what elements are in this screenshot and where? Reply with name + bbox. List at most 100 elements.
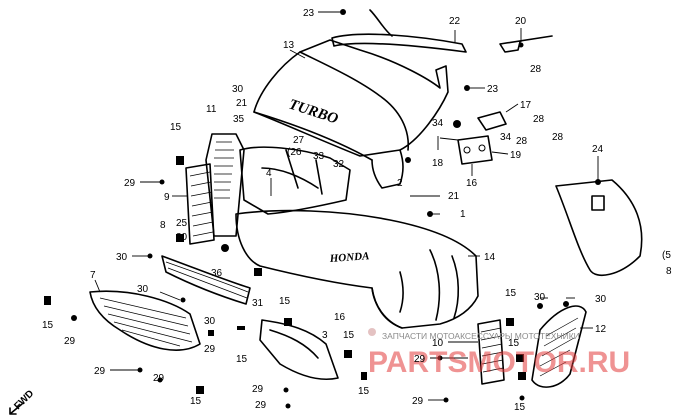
callout-3: 3 [322,330,328,341]
spring-nut-icon [361,372,367,380]
callout-27: 27 [293,135,305,146]
part-under-cover-7 [89,290,201,351]
callout-30: 30 [176,232,188,243]
callout-15: 15 [42,320,54,331]
clip-icon [506,318,514,326]
bolt-icon [518,42,524,48]
clip-icon [176,156,184,165]
callout-30: 30 [534,292,546,303]
callout-15: 15 [190,396,202,407]
nut-icon [563,301,569,307]
callout-22: 22 [449,16,461,27]
callout-29: 29 [255,400,267,411]
clip-icon [516,354,524,362]
callout-29: 29 [414,354,426,365]
part-upper-cowl-13 [253,39,449,189]
callout-29: 29 [204,344,216,355]
callout-17: 17 [520,100,532,111]
callout-8: 8 [160,220,166,231]
screw-icon [285,403,291,409]
callout-15: 15 [508,338,520,349]
part-windscreen-trim-22 [331,9,467,53]
fasteners [44,9,601,409]
callout-19: 19 [510,150,522,161]
callout-15: 15 [170,122,182,133]
watermark: ЗАПЧАСТИ МОТОАКСЕССУАРЫ МОТОТЕХНИКИ PART… [368,328,630,379]
screw-icon [137,367,143,373]
screw-icon [519,395,525,401]
leader-lines [94,11,599,401]
callout-28: 28 [552,132,564,143]
part-right-duct-12 [531,305,587,388]
callout-28: 28 [516,136,528,147]
callout-29: 29 [94,366,106,377]
fwd-direction-marker: FWD [9,388,36,415]
callout-15: 15 [358,386,370,397]
bolt-icon [464,85,470,91]
callout-28: 28 [530,64,542,75]
screw-icon [71,315,77,321]
callout-15: 15 [343,330,355,341]
callout-30: 30 [116,252,128,263]
callout-31: 31 [252,298,264,309]
part-right-grille-10 [477,319,505,385]
grommet-icon [405,157,411,163]
arrow-down-left-icon [9,403,23,415]
callout-9: 9 [164,192,170,203]
clip-icon [196,386,204,394]
honda-emboss: HONDA [328,250,369,265]
callout-29: 29 [412,396,424,407]
screw-icon [283,387,289,393]
clip-icon [176,234,184,242]
callout-labels: 23 22 20 28 13 23 17 28 34 34 28 28 19 1… [42,8,672,413]
callout-32: 32 [333,159,345,170]
bolt-icon [595,179,601,185]
callout-29: 29 [153,373,165,384]
callout-21: 21 [448,191,460,202]
callout-30: 30 [137,284,149,295]
callout-15: 15 [505,288,517,299]
callout-4: 4 [266,168,272,179]
screw-icon [147,253,153,259]
part-mirror-bracket-17-19 [457,111,507,165]
callout-34: 34 [500,132,512,143]
callout-21: 21 [236,98,248,109]
callout-12: 12 [595,324,607,335]
part-garnish-20 [499,35,553,53]
watermark-main-text: PARTSMOTOR.RU [368,346,630,379]
callout-16: 16 [334,312,346,323]
callout-30: 30 [232,84,244,95]
screw-icon [159,179,165,185]
grommet-icon [221,244,229,252]
part-left-duct-11 [205,133,245,237]
callout-26: (26 [287,147,302,158]
callout-29: 29 [64,336,76,347]
callout-30: 30 [595,294,607,305]
callout-29: 29 [252,384,264,395]
callout-11: 11 [206,104,217,115]
part-inner-panel-center [239,146,351,215]
callout-14: 14 [484,252,496,263]
turbo-emboss: TURBO [287,97,340,128]
clip-icon [44,296,51,305]
bolt-icon [427,211,433,217]
clip-icon [208,330,214,336]
callout-15: 15 [514,402,526,413]
screw-icon [180,297,186,303]
clip-icon [254,268,262,276]
clip-icon [344,350,352,358]
callout-29: 29 [124,178,136,189]
callout-2: 2 [397,178,403,189]
callout-13: 13 [283,40,295,51]
watermark-top-text: ЗАПЧАСТИ МОТОАКСЕССУАРЫ МОТОТЕХНИКИ [382,331,580,341]
bolt-icon [340,9,346,15]
callout-23: 23 [487,84,499,95]
clip-icon [518,372,526,380]
callout-36: 36 [211,268,223,279]
callout-15: 15 [279,296,291,307]
callout-28: 28 [533,114,545,125]
callout-34: 34 [432,118,444,129]
callout-8: 8 [666,266,672,277]
